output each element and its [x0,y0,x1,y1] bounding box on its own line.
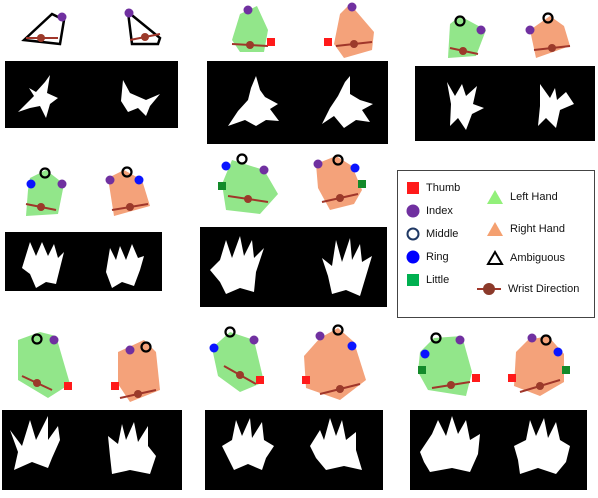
index-marker [58,13,67,22]
index-marker [126,346,135,355]
little-marker [418,366,426,374]
wrist-dot [126,203,134,211]
little-square-icon [406,273,420,287]
thumb-marker [267,38,275,46]
index-marker [58,180,67,189]
wrist-dot [244,195,252,203]
ring-marker [222,162,231,171]
index-marker [528,334,537,343]
wrist-dot [548,44,556,52]
wrist-dot [141,33,149,41]
thumb-square-icon [406,181,420,195]
right-hand-shape [334,4,374,58]
legend-label: Little [426,274,449,286]
left-hand-triangle-icon [486,189,504,205]
index-marker [316,332,325,341]
legend-label: Right Hand [510,223,565,235]
ring-marker [348,342,357,351]
thumb-marker [64,382,72,390]
thumb-marker [256,376,264,384]
ring-marker [27,180,36,189]
legend-label: Ambiguous [510,252,565,264]
left-hand-shape [418,336,472,396]
wrist-dot [336,385,344,393]
index-circle-icon [406,204,420,218]
wrist-dot [134,390,142,398]
ring-marker [135,176,144,185]
legend-item-right-hand: Right Hand [486,221,565,237]
right-hand-shape [304,328,366,400]
legend-item-thumb: Thumb [406,181,460,195]
wrist-dot [33,379,41,387]
legend: Thumb Index Middle Ring Little Left Hand… [397,170,595,318]
index-marker [106,176,115,185]
index-marker [250,336,259,345]
ambiguous-triangle-icon [486,250,504,266]
legend-item-ring: Ring [406,250,449,264]
index-marker [244,6,253,15]
wrist-dot [37,34,45,42]
legend-item-little: Little [406,273,449,287]
index-marker [125,9,134,18]
index-marker [477,26,486,35]
wrist-dot [447,381,455,389]
index-marker [526,26,535,35]
index-marker [456,336,465,345]
legend-label: Left Hand [510,191,558,203]
little-marker [562,366,570,374]
index-marker [348,3,357,12]
thumb-marker [111,382,119,390]
ring-marker [421,350,430,359]
wrist-dot [350,40,358,48]
wrist-dot [246,41,254,49]
thumb-marker [508,374,516,382]
index-marker [260,166,269,175]
index-marker [314,160,323,169]
right-hand-triangle-icon [486,221,504,237]
legend-label: Index [426,205,453,217]
ring-marker [351,164,360,173]
little-marker [218,182,226,190]
thumb-marker [324,38,332,46]
ring-marker [554,348,563,357]
legend-item-index: Index [406,204,453,218]
wrist-direction-icon [476,281,502,297]
middle-ring-icon [406,227,420,241]
thumb-marker [472,374,480,382]
legend-label: Thumb [426,182,460,194]
thumb-marker [302,376,310,384]
wrist-dot [459,47,467,55]
legend-label: Wrist Direction [508,283,579,295]
wrist-dot [536,382,544,390]
legend-label: Ring [426,251,449,263]
left-hand-shape [18,332,70,398]
legend-item-wrist-direction: Wrist Direction [476,281,579,297]
index-marker [50,336,59,345]
ring-circle-icon [406,250,420,264]
legend-label: Middle [426,228,458,240]
middle-marker [238,155,247,164]
silhouette-panel-p1 [5,61,178,128]
legend-item-left-hand: Left Hand [486,189,558,205]
wrist-dot [336,194,344,202]
wrist-dot [37,203,45,211]
little-marker [358,180,366,188]
wrist-dot [236,371,244,379]
left-hand-shape [222,160,278,214]
legend-item-ambiguous: Ambiguous [486,250,565,266]
ring-marker [210,344,219,353]
legend-item-middle: Middle [406,227,458,241]
